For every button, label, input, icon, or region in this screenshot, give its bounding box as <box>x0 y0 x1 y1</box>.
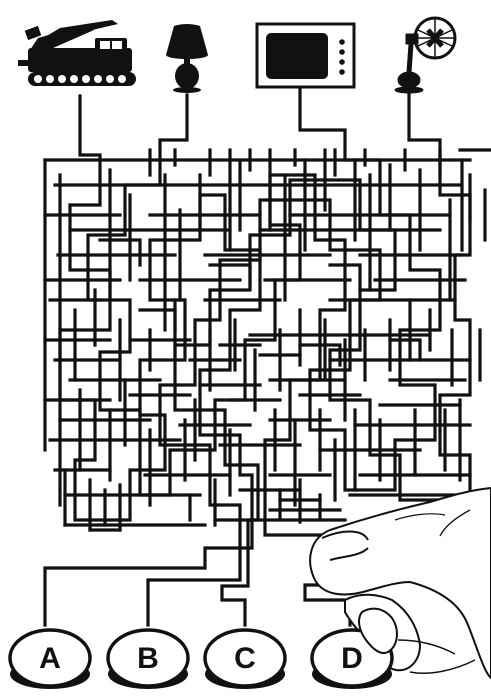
rocket-launcher-vehicle-icon <box>18 20 136 86</box>
electric-fan-icon <box>395 18 455 93</box>
television-icon <box>257 24 354 87</box>
button-d-label: D <box>341 642 363 675</box>
table-lamp-icon <box>166 24 208 93</box>
button-c-label: C <box>234 642 256 675</box>
button-b-label: B <box>137 642 159 675</box>
button-a[interactable]: A <box>10 630 90 689</box>
button-c[interactable]: C <box>205 630 285 689</box>
button-b[interactable]: B <box>108 630 188 689</box>
button-a-label: A <box>39 642 61 675</box>
